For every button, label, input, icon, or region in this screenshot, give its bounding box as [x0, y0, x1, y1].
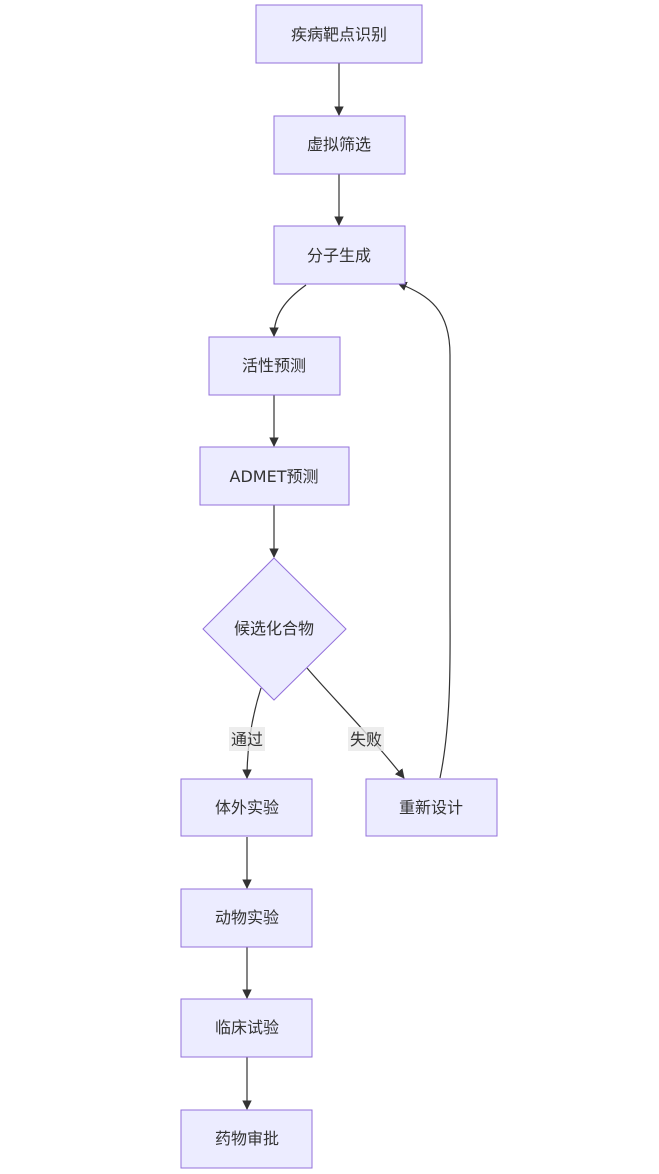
node-admet-label: ADMET预测 — [230, 467, 319, 486]
node-candidate: 候选化合物 — [202, 557, 347, 701]
node-invitro-label: 体外实验 — [215, 798, 279, 817]
node-clinical-label: 临床试验 — [215, 1018, 279, 1037]
edge-label-pass: 通过 — [229, 727, 265, 751]
edge-label-fail-text: 失败 — [350, 730, 382, 749]
node-target-label: 疾病靶点识别 — [291, 25, 387, 44]
edge-label-fail: 失败 — [348, 727, 384, 751]
edge-redesign-gen — [397, 281, 451, 779]
node-activity: 活性预测 — [208, 336, 341, 396]
node-admet: ADMET预测 — [199, 446, 350, 506]
node-clinical: 临床试验 — [180, 998, 313, 1058]
node-animal: 动物实验 — [180, 888, 313, 948]
edge-label-pass-text: 通过 — [231, 730, 263, 749]
node-screen-label: 虚拟筛选 — [307, 135, 371, 154]
node-redesign: 重新设计 — [365, 778, 498, 837]
node-invitro: 体外实验 — [180, 778, 313, 837]
node-gen: 分子生成 — [273, 225, 406, 285]
node-gen-label: 分子生成 — [307, 246, 371, 265]
node-activity-label: 活性预测 — [242, 356, 306, 375]
node-candidate-label: 候选化合物 — [234, 619, 314, 638]
node-animal-label: 动物实验 — [215, 908, 279, 927]
node-approval-label: 药物审批 — [215, 1129, 279, 1148]
node-redesign-label: 重新设计 — [399, 798, 463, 817]
edge-candidate-redesign — [306, 667, 405, 779]
node-approval: 药物审批 — [180, 1109, 313, 1169]
edge-gen-activity — [269, 284, 307, 337]
node-screen: 虚拟筛选 — [273, 115, 406, 175]
node-target: 疾病靶点识别 — [255, 4, 423, 64]
